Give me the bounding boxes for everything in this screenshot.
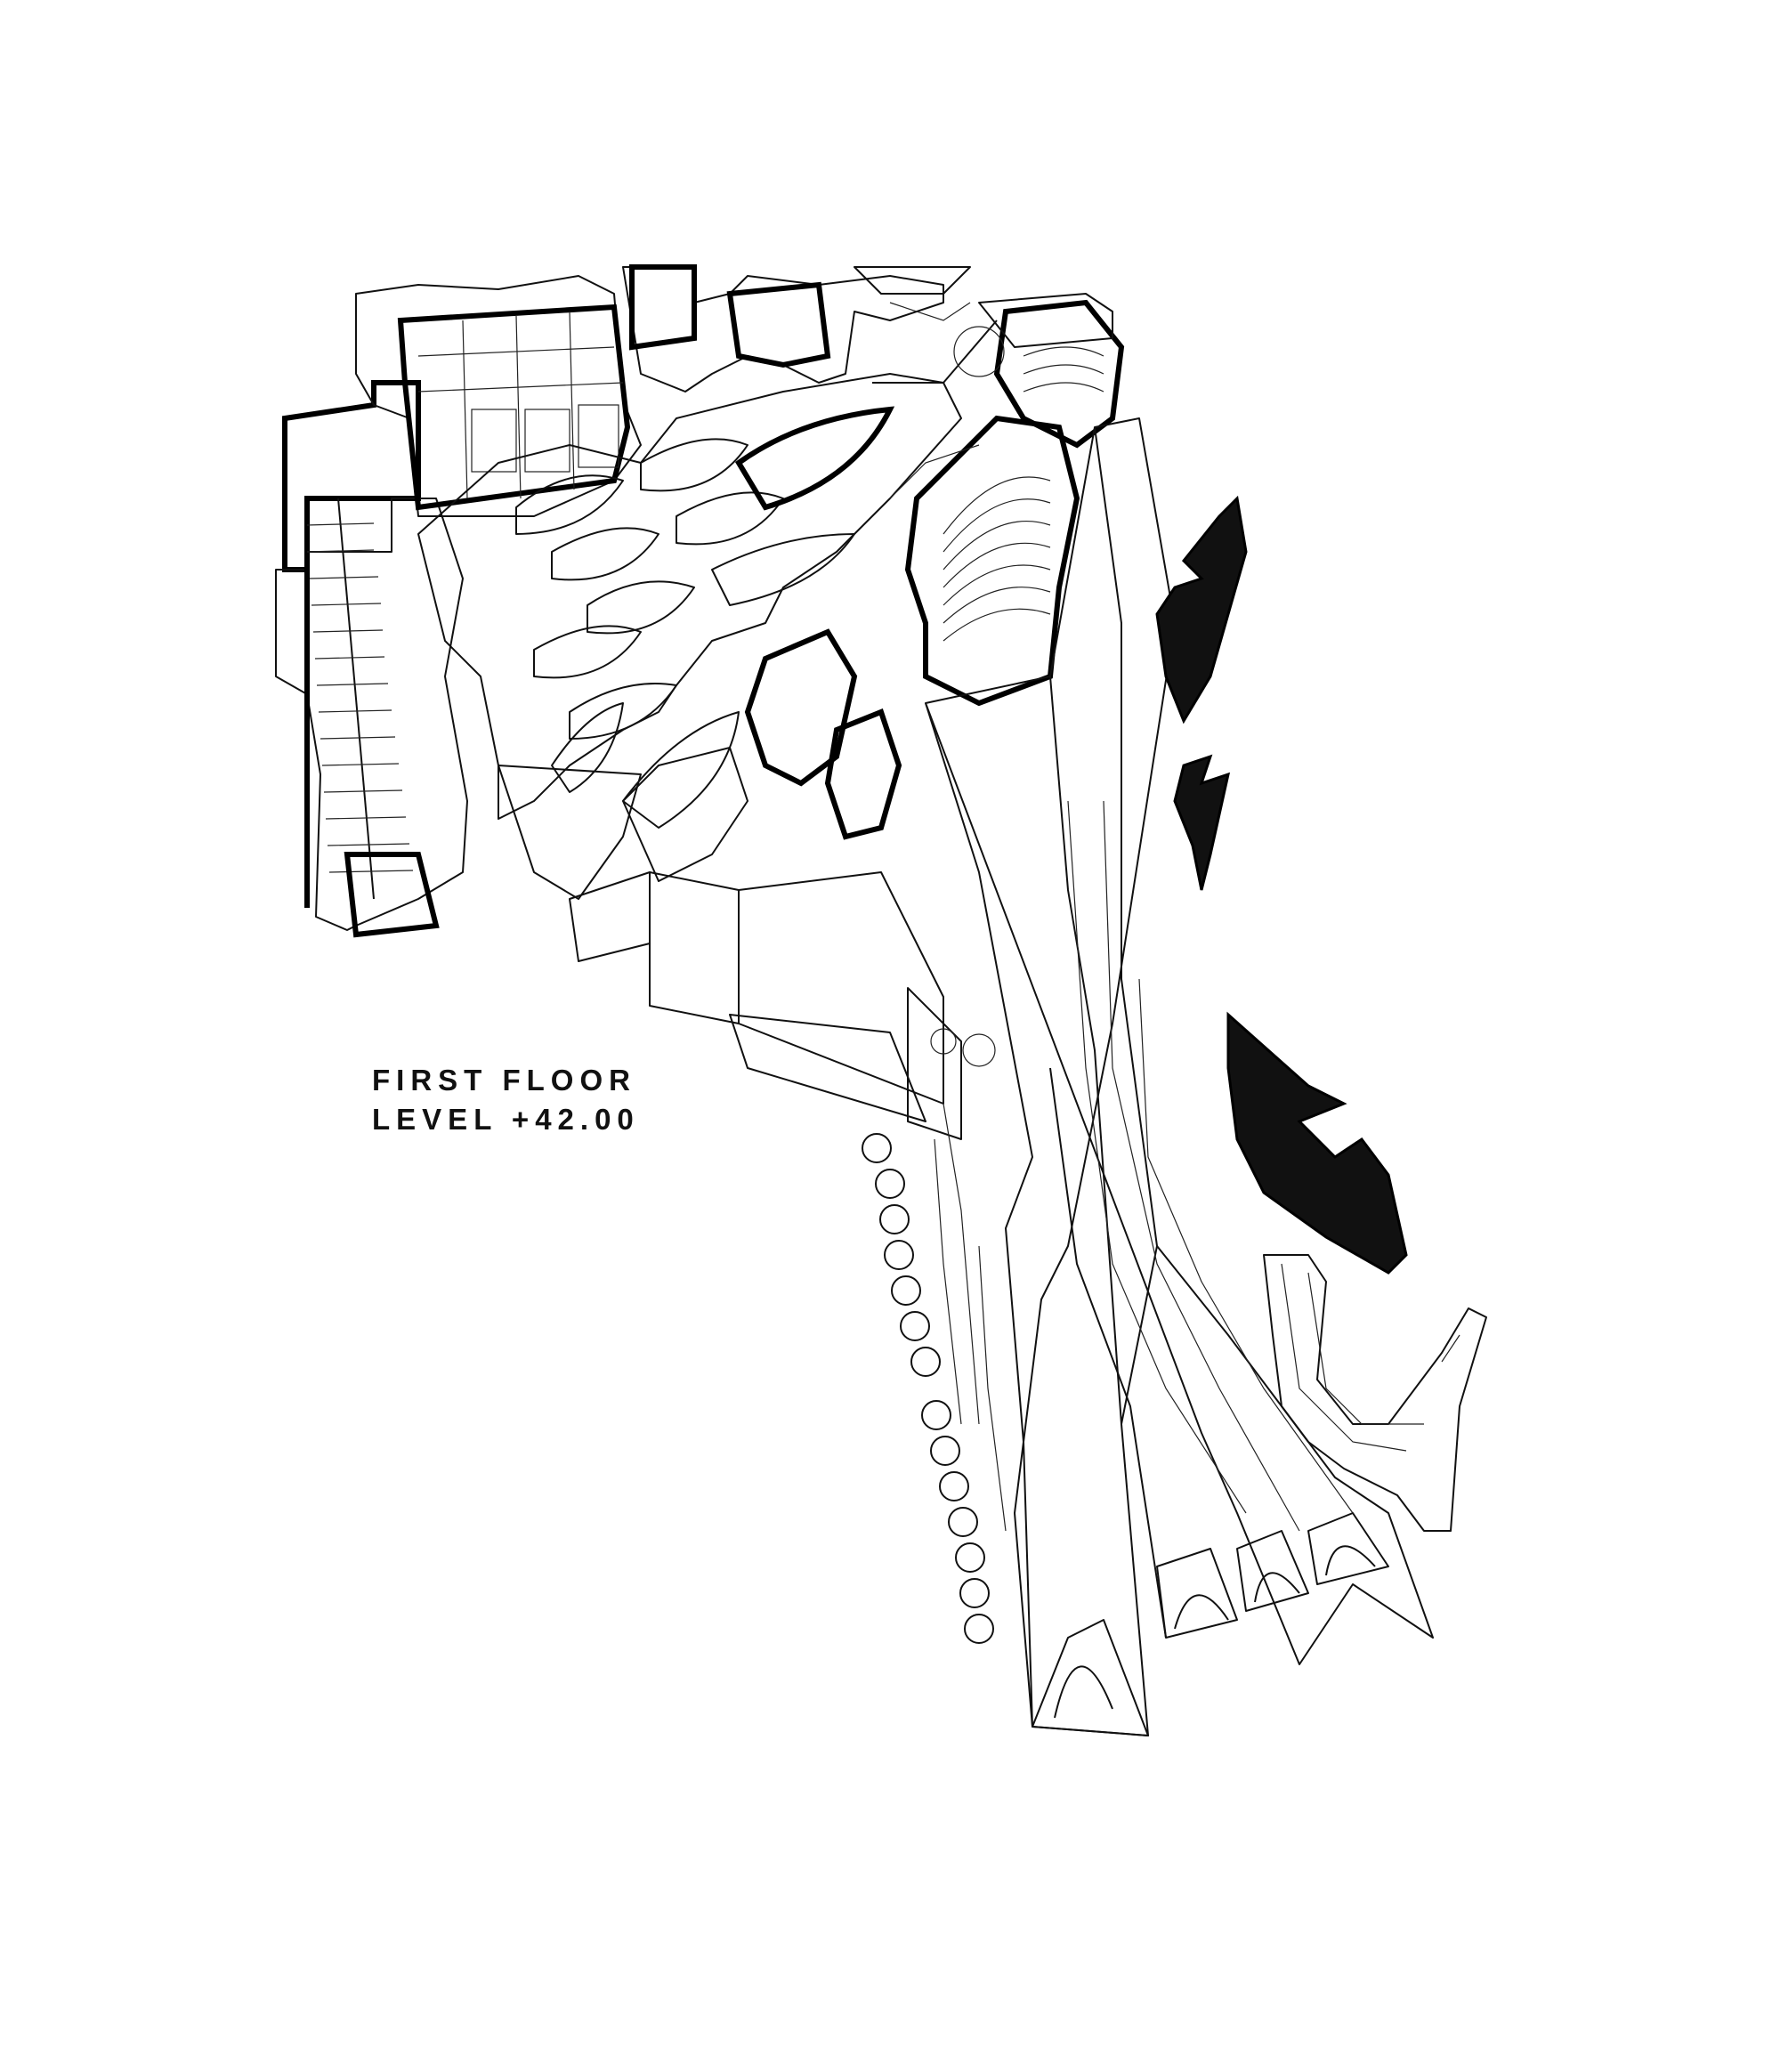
auditorium-cluster [744, 299, 1125, 840]
stair-circles [930, 326, 1005, 1067]
title-line-floor: FIRST FLOOR [372, 1064, 636, 1097]
room-row [306, 522, 414, 873]
west-wing [275, 275, 642, 938]
drawing-title: FIRST FLOOR LEVEL +42.00 [372, 1061, 640, 1139]
solid-volumes [1155, 495, 1408, 1275]
central-atrium [417, 373, 962, 900]
title-line-level: LEVEL +42.00 [372, 1103, 640, 1136]
east-ramp [1263, 1254, 1487, 1532]
promenade [569, 417, 1434, 1736]
north-block [622, 264, 1113, 393]
tree-row [862, 1133, 994, 1644]
